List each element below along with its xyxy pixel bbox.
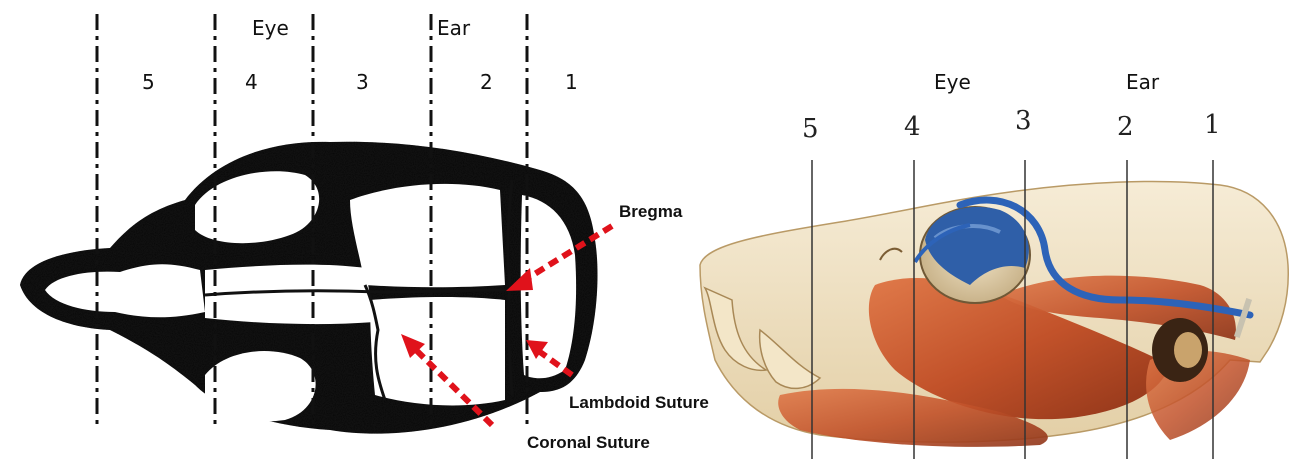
line-number-5: 5 xyxy=(802,114,819,144)
line-number-1: 1 xyxy=(1204,110,1221,140)
line-number-4: 4 xyxy=(904,112,921,142)
line-number-3: 3 xyxy=(1015,106,1032,136)
line-number-2: 2 xyxy=(1117,112,1134,142)
ear-bulla xyxy=(1174,332,1202,368)
